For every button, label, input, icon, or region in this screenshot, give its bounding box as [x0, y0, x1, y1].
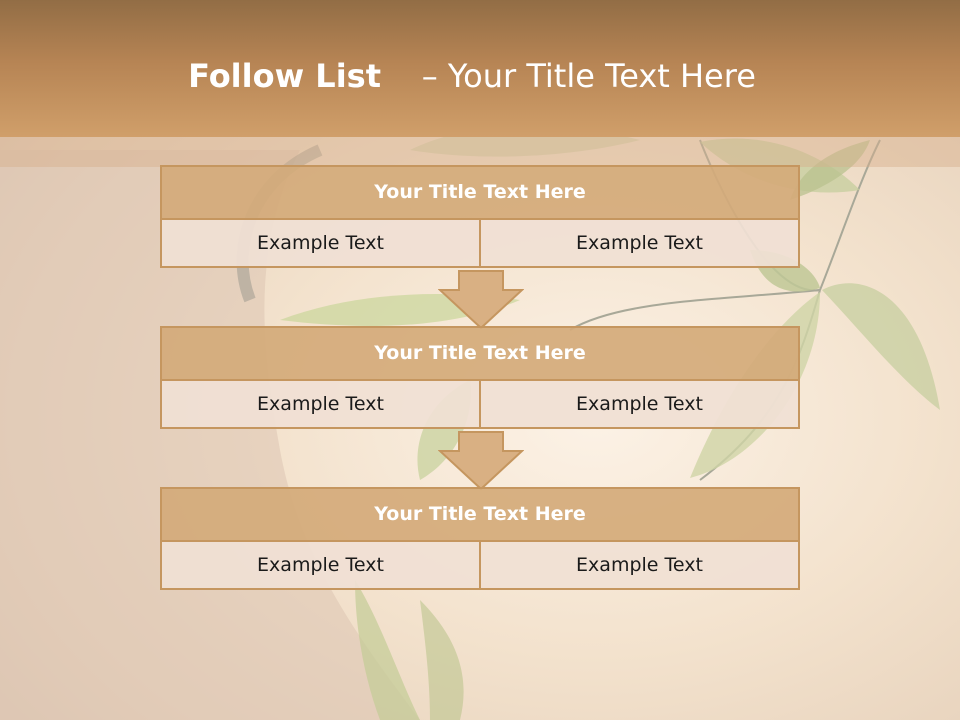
follow-list-block-1: Your Title Text Here Example Text Exampl…: [160, 165, 800, 268]
down-arrow-icon: [438, 270, 524, 330]
slide-title-bold: Follow List: [188, 57, 381, 95]
title-bar: [0, 0, 960, 137]
block-row: Example Text Example Text: [160, 540, 800, 590]
block-title: Your Title Text Here: [160, 326, 800, 381]
title-bar-shadow-band: [0, 137, 960, 167]
block-row: Example Text Example Text: [160, 218, 800, 268]
block-row: Example Text Example Text: [160, 379, 800, 429]
block-cell-left: Example Text: [160, 218, 481, 268]
follow-list-block-2: Your Title Text Here Example Text Exampl…: [160, 326, 800, 429]
block-cell-right: Example Text: [479, 540, 800, 590]
block-title: Your Title Text Here: [160, 487, 800, 542]
down-arrow-icon: [438, 431, 524, 491]
block-cell-right: Example Text: [479, 218, 800, 268]
block-cell-right: Example Text: [479, 379, 800, 429]
slide-title: Follow List – Your Title Text Here: [0, 56, 944, 96]
block-cell-left: Example Text: [160, 379, 481, 429]
block-title: Your Title Text Here: [160, 165, 800, 220]
follow-list-block-3: Your Title Text Here Example Text Exampl…: [160, 487, 800, 590]
block-cell-left: Example Text: [160, 540, 481, 590]
slide-title-rest: – Your Title Text Here: [421, 57, 756, 95]
